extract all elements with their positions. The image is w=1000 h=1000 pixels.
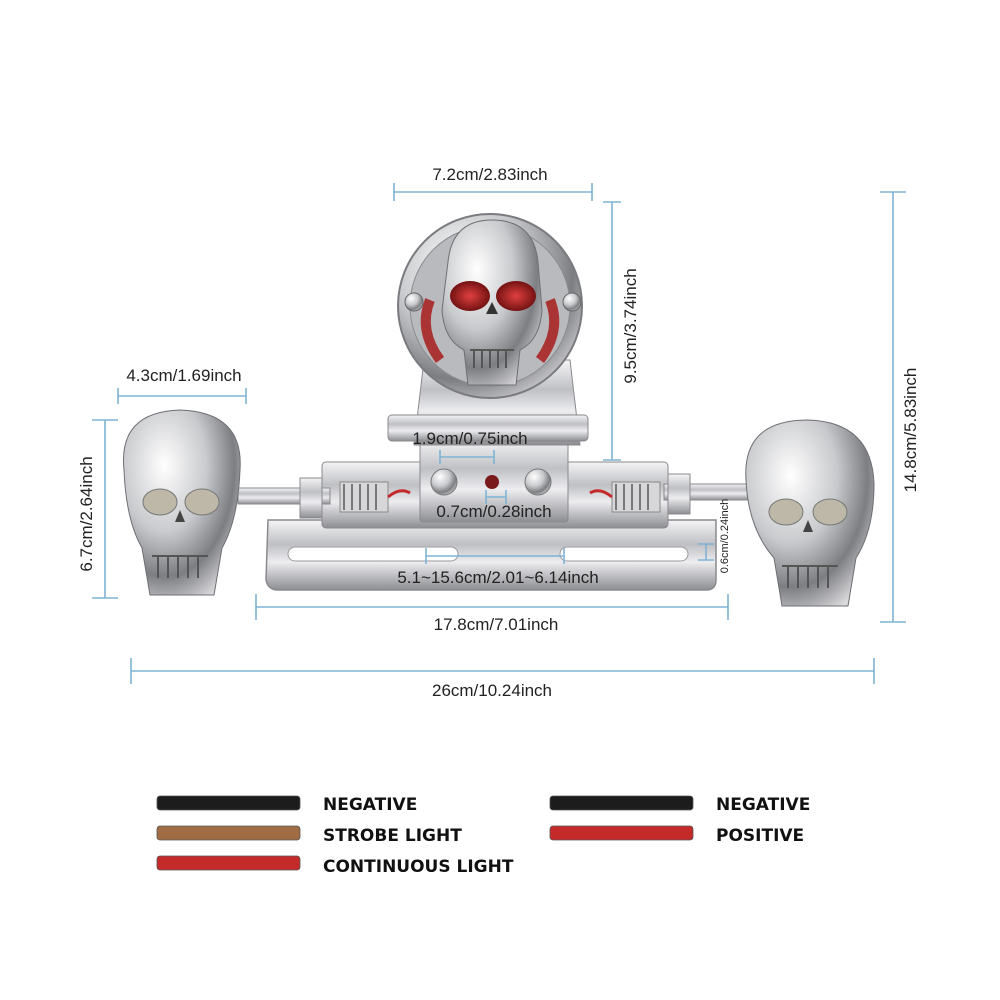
dimension-lines	[92, 183, 906, 684]
plate-bracket	[265, 519, 717, 591]
legend-label: NEGATIVE	[716, 795, 810, 815]
bolt-left	[430, 468, 458, 496]
plate-slot-left	[287, 546, 459, 562]
signal-height-label: 6.7cm/2.64inch	[77, 456, 96, 571]
hole-size-label: 0.7cm/0.28inch	[436, 502, 551, 521]
right-turn-signal	[745, 419, 875, 607]
legend-label: POSITIVE	[716, 826, 804, 846]
hole-size-line	[485, 490, 507, 504]
total-width-label: 26cm/10.24inch	[432, 681, 552, 700]
spring-left	[339, 481, 411, 513]
head-width-line	[393, 183, 593, 201]
signal-width-line	[117, 388, 247, 404]
legend-right: NEGATIVE POSITIVE	[549, 795, 810, 846]
total-height-line	[880, 191, 906, 623]
bolt-spacing-line	[439, 450, 495, 464]
product-illustration	[122, 213, 875, 607]
legend-label: STROBE LIGHT	[323, 826, 462, 846]
slot-width-label: 0.6cm/0.24inch	[719, 499, 731, 574]
slot-width-line	[698, 543, 714, 561]
signal-width-label: 4.3cm/1.69inch	[126, 366, 241, 385]
tail-lamp	[397, 213, 583, 399]
wire-swatch	[549, 825, 694, 841]
slot-range-line	[425, 548, 565, 564]
pivot-bolt	[387, 414, 589, 442]
total-width-line	[130, 658, 875, 684]
signal-height-line	[92, 419, 118, 599]
right-nut	[667, 473, 691, 515]
plate-width-label: 17.8cm/7.01inch	[434, 615, 559, 634]
wire-swatch	[156, 855, 301, 871]
bolt-spacing-label: 1.9cm/0.75inch	[412, 429, 527, 448]
center-hole	[485, 475, 499, 489]
plate-slot-right	[559, 546, 689, 562]
wire-swatch	[156, 825, 301, 841]
wire-swatch	[549, 795, 694, 811]
wiring-legend: NEGATIVE STROBE LIGHT CONTINUOUS LIGHT N…	[156, 795, 810, 877]
head-height-label: 9.5cm/3.74inch	[621, 268, 640, 383]
head-width-label: 7.2cm/2.83inch	[432, 165, 547, 184]
plate-width-line	[255, 594, 729, 620]
total-height-label: 14.8cm/5.83inch	[901, 368, 920, 493]
left-turn-signal	[122, 409, 241, 596]
legend-left: NEGATIVE STROBE LIGHT CONTINUOUS LIGHT	[156, 795, 514, 877]
spring-right	[589, 481, 661, 513]
slot-range-label: 5.1~15.6cm/2.01~6.14inch	[397, 568, 598, 587]
wire-swatch	[156, 795, 301, 811]
legend-label: CONTINUOUS LIGHT	[323, 857, 514, 877]
bolt-right	[524, 468, 552, 496]
head-height-line	[603, 201, 621, 461]
legend-label: NEGATIVE	[323, 795, 417, 815]
dimension-labels: 7.2cm/2.83inch 9.5cm/3.74inch 14.8cm/5.8…	[77, 165, 920, 700]
left-nut	[299, 477, 323, 519]
